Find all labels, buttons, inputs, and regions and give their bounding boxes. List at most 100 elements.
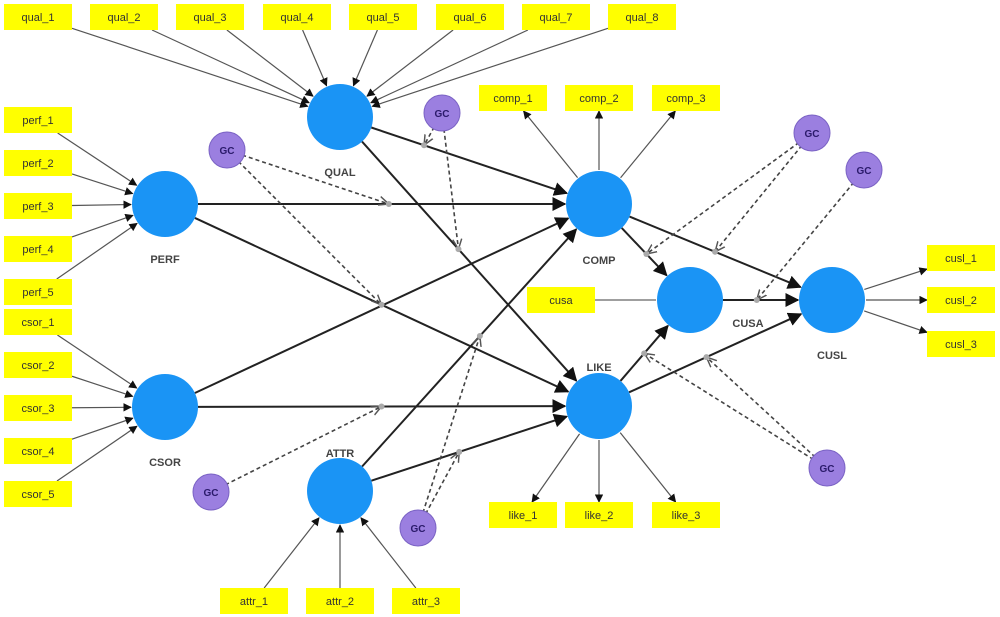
indicator-box[interactable] xyxy=(176,4,244,30)
indicator-comp-2[interactable]: comp_2 xyxy=(565,85,633,111)
indicator-box[interactable] xyxy=(263,4,331,30)
moderation-point xyxy=(455,246,462,253)
construct-circle[interactable] xyxy=(132,374,198,440)
construct-label: LIKE xyxy=(586,362,611,374)
group-control-circle[interactable] xyxy=(808,449,846,487)
indicator-csor-5[interactable]: csor_5 xyxy=(4,481,72,507)
construct-circle[interactable] xyxy=(132,171,198,237)
indicator-box[interactable] xyxy=(4,279,72,305)
indicator-box[interactable] xyxy=(527,287,595,313)
indicator-box[interactable] xyxy=(4,395,72,421)
group-control-circle[interactable] xyxy=(192,473,230,511)
moderation-point xyxy=(421,142,428,149)
construct-like[interactable]: LIKE xyxy=(566,362,632,439)
indicator-box[interactable] xyxy=(4,193,72,219)
indicator-box[interactable] xyxy=(479,85,547,111)
indicator-qual-8[interactable]: qual_8 xyxy=(608,4,676,30)
indicator-perf-3[interactable]: perf_3 xyxy=(4,193,72,219)
indicator-box[interactable] xyxy=(436,4,504,30)
indicator-box[interactable] xyxy=(4,438,72,464)
indicator-box[interactable] xyxy=(4,481,72,507)
indicator-cusl-1[interactable]: cusl_1 xyxy=(927,245,995,271)
group-control-circle[interactable] xyxy=(845,151,883,189)
group-control-gc2[interactable]: GC xyxy=(423,94,461,132)
group-control-gc5[interactable]: GC xyxy=(192,473,230,511)
indicator-cusl-3[interactable]: cusl_3 xyxy=(927,331,995,357)
group-control-gc6[interactable]: GC xyxy=(399,509,437,547)
indicator-edge-perf_5 xyxy=(56,222,138,280)
indicator-perf-5[interactable]: perf_5 xyxy=(4,279,72,305)
indicator-like-1[interactable]: like_1 xyxy=(489,502,557,528)
construct-circle[interactable] xyxy=(799,267,865,333)
indicator-box[interactable] xyxy=(608,4,676,30)
indicator-qual-2[interactable]: qual_2 xyxy=(90,4,158,30)
moderation-point xyxy=(712,248,719,255)
indicator-cusl-2[interactable]: cusl_2 xyxy=(927,287,995,313)
indicator-qual-1[interactable]: qual_1 xyxy=(4,4,72,30)
construct-circle[interactable] xyxy=(307,458,373,524)
indicator-attr-1[interactable]: attr_1 xyxy=(220,588,288,614)
construct-circle[interactable] xyxy=(657,267,723,333)
indicator-box[interactable] xyxy=(4,236,72,262)
indicator-qual-6[interactable]: qual_6 xyxy=(436,4,504,30)
indicator-csor-2[interactable]: csor_2 xyxy=(4,352,72,378)
indicator-qual-5[interactable]: qual_5 xyxy=(349,4,417,30)
indicator-qual-3[interactable]: qual_3 xyxy=(176,4,244,30)
indicator-box[interactable] xyxy=(4,107,72,133)
indicator-box[interactable] xyxy=(4,352,72,378)
indicator-attr-2[interactable]: attr_2 xyxy=(306,588,374,614)
construct-comp[interactable]: COMP xyxy=(566,171,632,267)
indicator-box[interactable] xyxy=(392,588,460,614)
indicator-attr-3[interactable]: attr_3 xyxy=(392,588,460,614)
indicator-qual-4[interactable]: qual_4 xyxy=(263,4,331,30)
indicator-perf-2[interactable]: perf_2 xyxy=(4,150,72,176)
indicator-box[interactable] xyxy=(306,588,374,614)
group-control-gc1[interactable]: GC xyxy=(208,131,246,169)
indicator-box[interactable] xyxy=(652,502,720,528)
group-control-gc4[interactable]: GC xyxy=(845,151,883,189)
indicator-box[interactable] xyxy=(90,4,158,30)
construct-perf[interactable]: PERF xyxy=(132,171,198,266)
group-control-circle[interactable] xyxy=(793,114,831,152)
indicator-box[interactable] xyxy=(927,331,995,357)
indicator-box[interactable] xyxy=(4,150,72,176)
indicator-edge-qual_7 xyxy=(370,29,529,104)
indicator-box[interactable] xyxy=(652,85,720,111)
group-control-circle[interactable] xyxy=(423,94,461,132)
construct-qual[interactable]: QUAL xyxy=(307,84,373,179)
construct-cusl[interactable]: CUSL xyxy=(799,267,865,362)
indicator-label: csor_1 xyxy=(21,317,54,329)
indicator-qual-7[interactable]: qual_7 xyxy=(522,4,590,30)
indicator-box[interactable] xyxy=(927,245,995,271)
indicator-box[interactable] xyxy=(565,502,633,528)
construct-attr[interactable]: ATTR xyxy=(307,448,373,524)
construct-circle[interactable] xyxy=(307,84,373,150)
indicator-box[interactable] xyxy=(522,4,590,30)
construct-cusa[interactable]: CUSA xyxy=(657,267,764,333)
indicator-cusa[interactable]: cusa xyxy=(527,287,595,313)
indicator-like-2[interactable]: like_2 xyxy=(565,502,633,528)
construct-csor[interactable]: CSOR xyxy=(132,374,198,469)
indicator-comp-1[interactable]: comp_1 xyxy=(479,85,547,111)
indicator-box[interactable] xyxy=(489,502,557,528)
group-control-gc7[interactable]: GC xyxy=(808,449,846,487)
indicator-box[interactable] xyxy=(927,287,995,313)
indicator-box[interactable] xyxy=(4,309,72,335)
group-control-circle[interactable] xyxy=(399,509,437,547)
indicator-box[interactable] xyxy=(220,588,288,614)
indicator-perf-4[interactable]: perf_4 xyxy=(4,236,72,262)
construct-circle[interactable] xyxy=(566,373,632,439)
group-control-gc3[interactable]: GC xyxy=(793,114,831,152)
indicator-perf-1[interactable]: perf_1 xyxy=(4,107,72,133)
indicator-like-3[interactable]: like_3 xyxy=(652,502,720,528)
indicator-label: perf_4 xyxy=(22,244,53,256)
indicator-csor-4[interactable]: csor_4 xyxy=(4,438,72,464)
indicator-csor-3[interactable]: csor_3 xyxy=(4,395,72,421)
indicator-box[interactable] xyxy=(565,85,633,111)
indicator-box[interactable] xyxy=(4,4,72,30)
group-control-circle[interactable] xyxy=(208,131,246,169)
indicator-csor-1[interactable]: csor_1 xyxy=(4,309,72,335)
indicator-comp-3[interactable]: comp_3 xyxy=(652,85,720,111)
indicator-box[interactable] xyxy=(349,4,417,30)
construct-circle[interactable] xyxy=(566,171,632,237)
